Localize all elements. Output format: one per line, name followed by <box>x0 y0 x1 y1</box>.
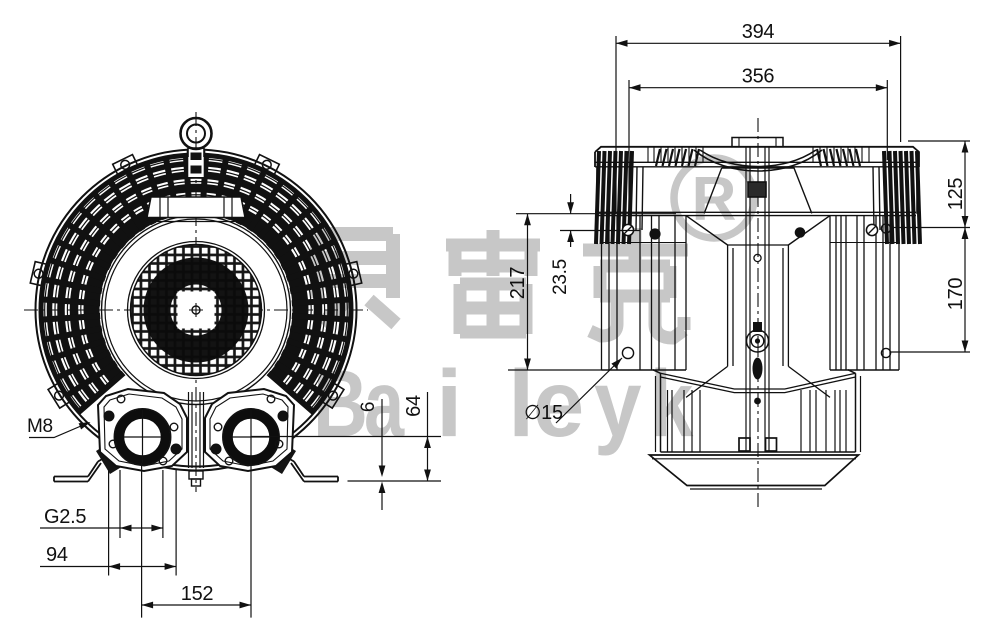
svg-text:G2.5: G2.5 <box>44 506 86 528</box>
svg-text:125: 125 <box>945 178 967 211</box>
svg-text:i: i <box>436 351 462 457</box>
svg-text:94: 94 <box>46 544 68 566</box>
svg-text:R: R <box>692 165 737 234</box>
svg-text:394: 394 <box>742 21 775 43</box>
svg-text:356: 356 <box>742 66 775 88</box>
svg-text:170: 170 <box>945 278 967 311</box>
svg-text:152: 152 <box>181 583 214 605</box>
svg-text:M8: M8 <box>27 416 53 437</box>
svg-text:217: 217 <box>507 267 529 300</box>
svg-text:64: 64 <box>403 395 425 417</box>
svg-text:a: a <box>364 350 405 456</box>
svg-text:l: l <box>508 351 534 457</box>
svg-text:6: 6 <box>358 402 379 412</box>
svg-text:23.5: 23.5 <box>550 259 571 295</box>
svg-text:∅15: ∅15 <box>524 402 563 424</box>
